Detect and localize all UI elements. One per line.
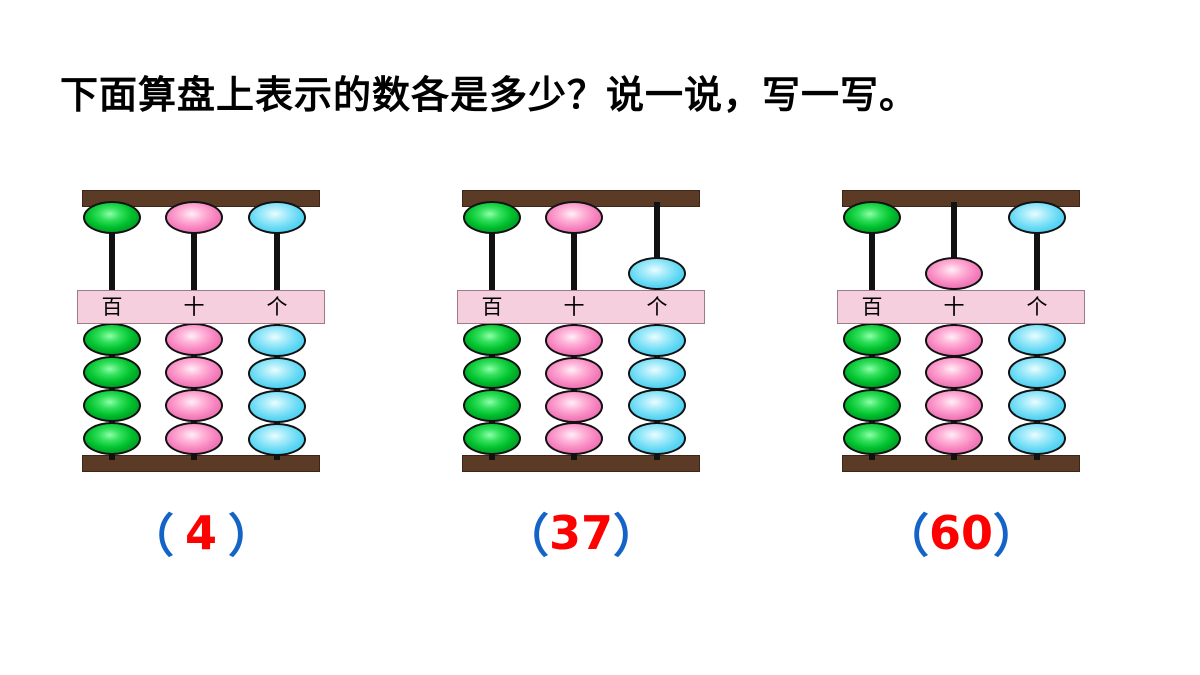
bead-upper-tens[interactable] — [545, 201, 603, 234]
answer-blank-1[interactable]: （4） — [82, 500, 320, 566]
bead-lower-hundreds-4[interactable] — [843, 422, 901, 455]
abacus-divider-bar: 百 十 个 — [837, 290, 1085, 324]
bead-lower-ones-1[interactable] — [248, 324, 306, 357]
bead-lower-tens-3[interactable] — [925, 389, 983, 422]
bead-lower-ones-1[interactable] — [1008, 323, 1066, 356]
abacus-bottom-frame-bar — [842, 455, 1080, 472]
bead-upper-ones[interactable] — [248, 201, 306, 234]
abacus-divider-bar: 百 十 个 — [77, 290, 325, 324]
bead-upper-tens[interactable] — [925, 257, 983, 290]
abacus-bottom-frame-bar — [462, 455, 700, 472]
answer-value: 4 — [184, 506, 217, 560]
bead-lower-tens-2[interactable] — [165, 356, 223, 389]
bead-lower-hundreds-4[interactable] — [463, 422, 521, 455]
bead-lower-hundreds-1[interactable] — [83, 323, 141, 356]
bead-lower-ones-3[interactable] — [248, 390, 306, 423]
bead-upper-ones[interactable] — [628, 257, 686, 290]
abacus-diagram-3: 百 十 个 — [837, 190, 1085, 472]
column-label-ones: 个 — [1026, 295, 1048, 319]
bead-upper-hundreds[interactable] — [83, 201, 141, 234]
bead-lower-hundreds-2[interactable] — [83, 356, 141, 389]
column-label-hundreds: 百 — [101, 295, 123, 319]
right-paren: ） — [613, 509, 659, 563]
column-label-hundreds: 百 — [861, 295, 883, 319]
column-label-tens: 十 — [943, 295, 965, 319]
bead-lower-hundreds-4[interactable] — [83, 422, 141, 455]
bead-lower-hundreds-1[interactable] — [463, 323, 521, 356]
bead-upper-hundreds[interactable] — [463, 201, 521, 234]
bead-lower-tens-1[interactable] — [545, 324, 603, 357]
bead-lower-tens-4[interactable] — [925, 422, 983, 455]
bead-lower-hundreds-3[interactable] — [843, 389, 901, 422]
bead-lower-tens-3[interactable] — [545, 390, 603, 423]
abacus-divider-bar: 百 十 个 — [457, 290, 705, 324]
abacus-frame: 百 十 个 — [457, 190, 705, 472]
column-label-tens: 十 — [183, 295, 205, 319]
bead-lower-ones-2[interactable] — [248, 357, 306, 390]
abacus-diagram-2: 百 十 个 — [457, 190, 705, 472]
answer-value: 60 — [928, 506, 993, 560]
bead-lower-ones-3[interactable] — [1008, 389, 1066, 422]
right-paren: ） — [228, 509, 274, 563]
bead-lower-ones-2[interactable] — [628, 357, 686, 390]
bead-lower-ones-2[interactable] — [1008, 356, 1066, 389]
right-paren: ） — [993, 509, 1039, 563]
bead-lower-tens-4[interactable] — [545, 422, 603, 455]
answer-value: 37 — [548, 506, 613, 560]
bead-lower-hundreds-3[interactable] — [83, 389, 141, 422]
bead-lower-tens-2[interactable] — [925, 356, 983, 389]
bead-lower-hundreds-2[interactable] — [463, 356, 521, 389]
column-label-hundreds: 百 — [481, 295, 503, 319]
column-label-ones: 个 — [646, 295, 668, 319]
column-label-ones: 个 — [266, 295, 288, 319]
abacus-diagram-1: 百 十 个 — [77, 190, 325, 472]
bead-lower-hundreds-3[interactable] — [463, 389, 521, 422]
abacus-frame: 百 十 个 — [837, 190, 1085, 472]
bead-lower-tens-1[interactable] — [165, 323, 223, 356]
bead-lower-ones-3[interactable] — [628, 389, 686, 422]
abacus-frame: 百 十 个 — [77, 190, 325, 472]
bead-lower-ones-4[interactable] — [1008, 422, 1066, 455]
answer-blank-2[interactable]: （37） — [462, 500, 700, 566]
column-label-tens: 十 — [563, 295, 585, 319]
bead-lower-hundreds-2[interactable] — [843, 356, 901, 389]
bead-lower-ones-4[interactable] — [248, 423, 306, 456]
bead-lower-tens-3[interactable] — [165, 389, 223, 422]
bead-lower-tens-4[interactable] — [165, 422, 223, 455]
bead-lower-hundreds-1[interactable] — [843, 323, 901, 356]
left-paren: （ — [502, 509, 549, 563]
page-title: 下面算盘上表示的数各是多少？说一说，写一写。 — [60, 73, 919, 117]
bead-upper-ones[interactable] — [1008, 201, 1066, 234]
bead-upper-tens[interactable] — [165, 201, 223, 234]
bead-upper-hundreds[interactable] — [843, 201, 901, 234]
left-paren: （ — [128, 509, 174, 563]
bead-lower-tens-2[interactable] — [545, 357, 603, 390]
left-paren: （ — [882, 509, 929, 563]
answer-blank-3[interactable]: （60） — [842, 500, 1080, 566]
bead-lower-ones-1[interactable] — [628, 324, 686, 357]
bead-lower-ones-4[interactable] — [628, 422, 686, 455]
bead-lower-tens-1[interactable] — [925, 324, 983, 357]
abacus-bottom-frame-bar — [82, 455, 320, 472]
